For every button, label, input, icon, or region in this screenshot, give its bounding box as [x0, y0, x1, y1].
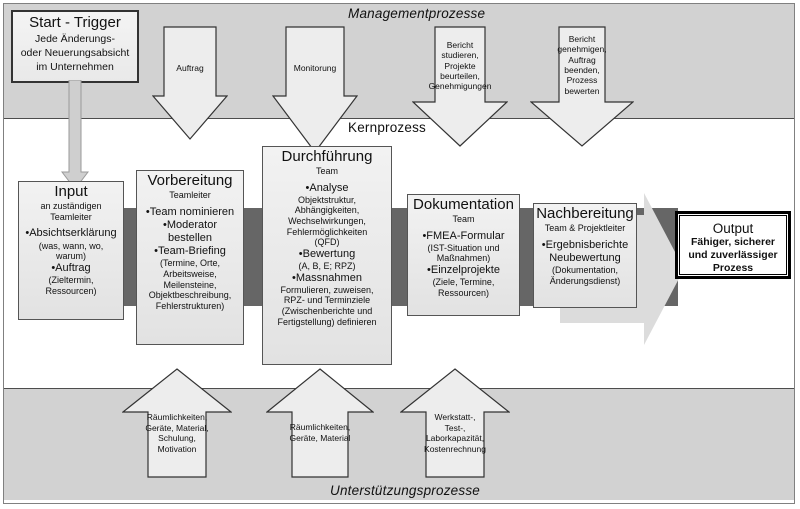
management-arrow-auftrag-label: Auftrag: [176, 63, 204, 73]
core-box-dokumentation-subtitle: Team: [452, 213, 475, 224]
output-box: Output Fähiger, sicherer und zuverlässig…: [675, 211, 791, 279]
support-arrow-raeumlichkeiten-2: Räumlichkeiten, Geräte, Material: [266, 368, 374, 478]
core-box-dokumentation-title: Dokumentation: [413, 196, 514, 213]
core-box-dokumentation-item-1-detail: (Ziele, Termine, Ressourcen): [432, 277, 495, 298]
management-arrow-auftrag: Auftrag: [152, 26, 228, 141]
core-box-input: Input an zuständigen Teamleiter •Absicht…: [18, 181, 124, 320]
core-box-vorbereitung-item-1-bullet: •Moderator bestellen: [163, 218, 217, 244]
core-box-dokumentation: Dokumentation Team •FMEA-Formular (IST-S…: [407, 194, 520, 316]
core-box-durchfuehrung-item-0-bullet: •Analyse: [305, 181, 349, 194]
core-box-dokumentation-item-1-bullet: •Einzelprojekte: [427, 264, 500, 276]
management-arrow-monitorung: Monitorung: [272, 26, 358, 154]
core-box-nachbereitung-item-0-bullet: •Ergebnisberichte Neubewertung: [541, 238, 629, 264]
core-box-dokumentation-item-0-bullet: •FMEA-Formular: [422, 229, 505, 242]
start-trigger-line1: Jede Änderungs-: [35, 32, 115, 45]
start-trigger-title: Start - Trigger: [29, 14, 121, 31]
core-box-nachbereitung-item-0-detail: (Dokumentation, Änderungsdienst): [549, 264, 621, 286]
label-support-processes: Unterstützungsprozesse: [330, 483, 480, 498]
core-box-input-item-0-bullet: •Absichtserklärung: [25, 227, 117, 240]
management-arrow-bericht-genehmigen-label: Bericht genehmigen, Auftrag beenden, Pro…: [557, 34, 607, 96]
core-box-durchfuehrung-item-0-detail: Objektstruktur, Abhängigkeiten, Wechselw…: [286, 194, 368, 248]
core-box-vorbereitung-item-2-detail: (Termine, Orte, Arbeitsweise, Meilenstei…: [148, 258, 232, 311]
core-box-nachbereitung: Nachbereitung Team & Projektleiter •Erge…: [533, 203, 637, 308]
output-line1: Fähiger, sicherer: [690, 236, 776, 249]
management-arrow-bericht-studieren-label: Bericht studieren, Projekte beurteilen, …: [428, 40, 492, 92]
core-box-durchfuehrung-title: Durchführung: [281, 148, 373, 165]
core-box-nachbereitung-subtitle: Team & Projektleiter: [544, 222, 626, 233]
core-box-input-subtitle: an zuständigen Teamleiter: [40, 200, 102, 222]
core-box-durchfuehrung: Durchführung Team •Analyse Objektstruktu…: [262, 146, 392, 365]
label-core-process: Kernprozess: [348, 120, 426, 135]
core-box-vorbereitung-subtitle: Teamleiter: [169, 189, 211, 200]
support-arrow-raeumlichkeiten-2-label: Räumlichkeiten, Geräte, Material: [289, 422, 351, 443]
core-box-durchfuehrung-item-2-bullet: •Massnahmen: [292, 271, 362, 284]
core-box-input-item-1-bullet: •Auftrag: [51, 261, 91, 274]
start-to-input-arrow: [60, 79, 90, 195]
core-box-dokumentation-item-0-detail: (IST-Situation und Maßnahmen): [427, 242, 500, 264]
core-box-durchfuehrung-item-1-detail: (A, B, E; RPZ): [298, 261, 356, 272]
management-arrow-bericht-studieren: Bericht studieren, Projekte beurteilen, …: [412, 26, 508, 148]
output-line2: und zuverlässiger: [688, 248, 778, 261]
core-box-durchfuehrung-item-1-bullet: •Bewertung: [298, 247, 356, 260]
management-arrow-monitorung-label: Monitorung: [293, 63, 337, 73]
support-arrow-raeumlichkeiten-1-label: Räumlichkeiten, Geräte, Material, Schulu…: [145, 412, 209, 454]
output-title: Output: [712, 221, 754, 236]
core-box-nachbereitung-title: Nachbereitung: [536, 205, 634, 222]
start-trigger-box: Start - Trigger Jede Änderungs- oder Neu…: [11, 10, 139, 83]
core-box-input-title: Input: [54, 183, 88, 200]
support-arrow-raeumlichkeiten-1: Räumlichkeiten, Geräte, Material, Schulu…: [122, 368, 232, 478]
core-box-durchfuehrung-subtitle: Team: [315, 165, 338, 176]
support-arrow-werkstatt-label: Werkstatt-, Test-, Laborkapazität, Koste…: [424, 412, 486, 454]
core-box-vorbereitung-title: Vorbereitung: [147, 172, 233, 189]
label-management-processes: Managementprozesse: [348, 6, 486, 21]
core-box-vorbereitung: Vorbereitung Teamleiter •Team nominieren…: [136, 170, 244, 345]
support-arrow-werkstatt: Werkstatt-, Test-, Laborkapazität, Koste…: [400, 368, 510, 478]
management-arrow-bericht-genehmigen: Bericht genehmigen, Auftrag beenden, Pro…: [530, 26, 634, 148]
start-trigger-line2: oder Neuerungsabsicht: [20, 46, 130, 59]
core-box-input-item-1-detail: (Zieltermin, Ressourcen): [45, 274, 97, 296]
core-box-input-item-0-detail: (was, wann, wo, warum): [38, 240, 104, 262]
core-box-durchfuehrung-item-2-detail: Formulieren, zuweisen, RPZ- und Terminzi…: [277, 284, 377, 327]
core-box-vorbereitung-item-2-bullet: •Team-Briefing: [154, 245, 226, 258]
core-box-vorbereitung-item-0-bullet: •Team nominieren: [145, 205, 235, 218]
start-trigger-line3: im Unternehmen: [36, 61, 114, 74]
output-line3: Prozess: [712, 261, 754, 274]
